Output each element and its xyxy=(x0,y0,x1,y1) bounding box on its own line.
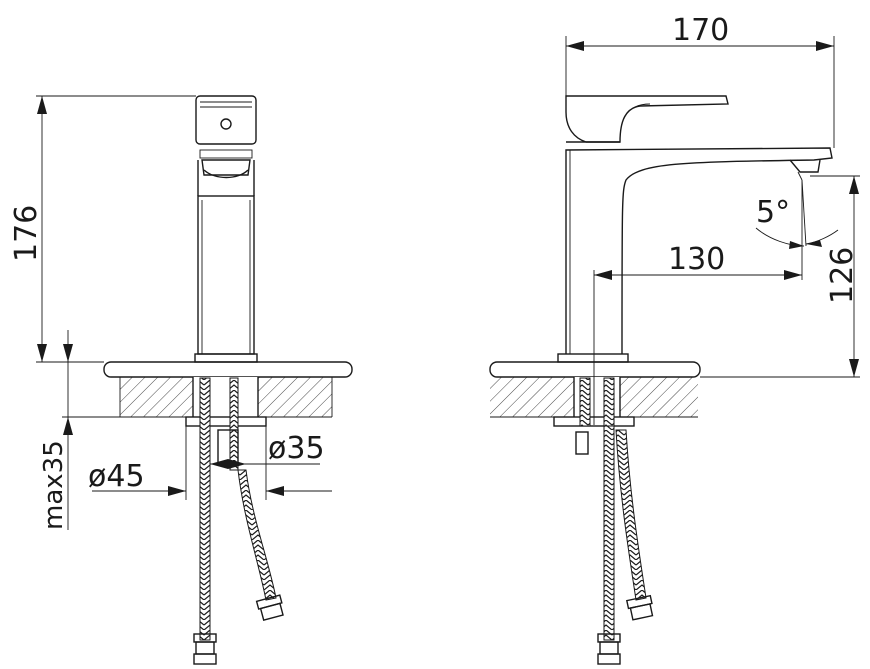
side-faucet-body xyxy=(557,95,833,363)
dim-130-label: 130 xyxy=(668,242,725,277)
dim-170-label: 170 xyxy=(672,13,729,48)
side-mounting-hoses xyxy=(553,377,654,665)
front-view: 176 max35 ø45 ø35 xyxy=(9,95,353,665)
dim-spout-height: 126 xyxy=(700,175,860,378)
dim-45-label: ø45 xyxy=(88,459,145,494)
dim-overall-height: 176 xyxy=(9,95,196,363)
dim-5deg-label: 5° xyxy=(756,195,790,230)
front-countertop xyxy=(103,361,353,418)
side-countertop xyxy=(489,361,701,418)
dim-spout-reach: 130 xyxy=(593,180,803,425)
dim-126-label: 126 xyxy=(825,247,860,304)
dim-max-deck: max35 xyxy=(39,330,120,530)
dim-max35-label: max35 xyxy=(39,440,69,530)
dim-overall-depth: 170 xyxy=(565,13,835,148)
front-hoses xyxy=(193,377,284,665)
dim-spout-angle: 5° xyxy=(755,179,839,249)
dim-hole-45: ø45 xyxy=(88,417,332,500)
dim-35-label: ø35 xyxy=(268,431,325,466)
front-faucet-body xyxy=(194,95,258,363)
dim-hole-35: ø35 xyxy=(210,431,325,469)
dim-176-label: 176 xyxy=(9,205,44,262)
side-view: 170 130 126 5° xyxy=(489,13,860,665)
